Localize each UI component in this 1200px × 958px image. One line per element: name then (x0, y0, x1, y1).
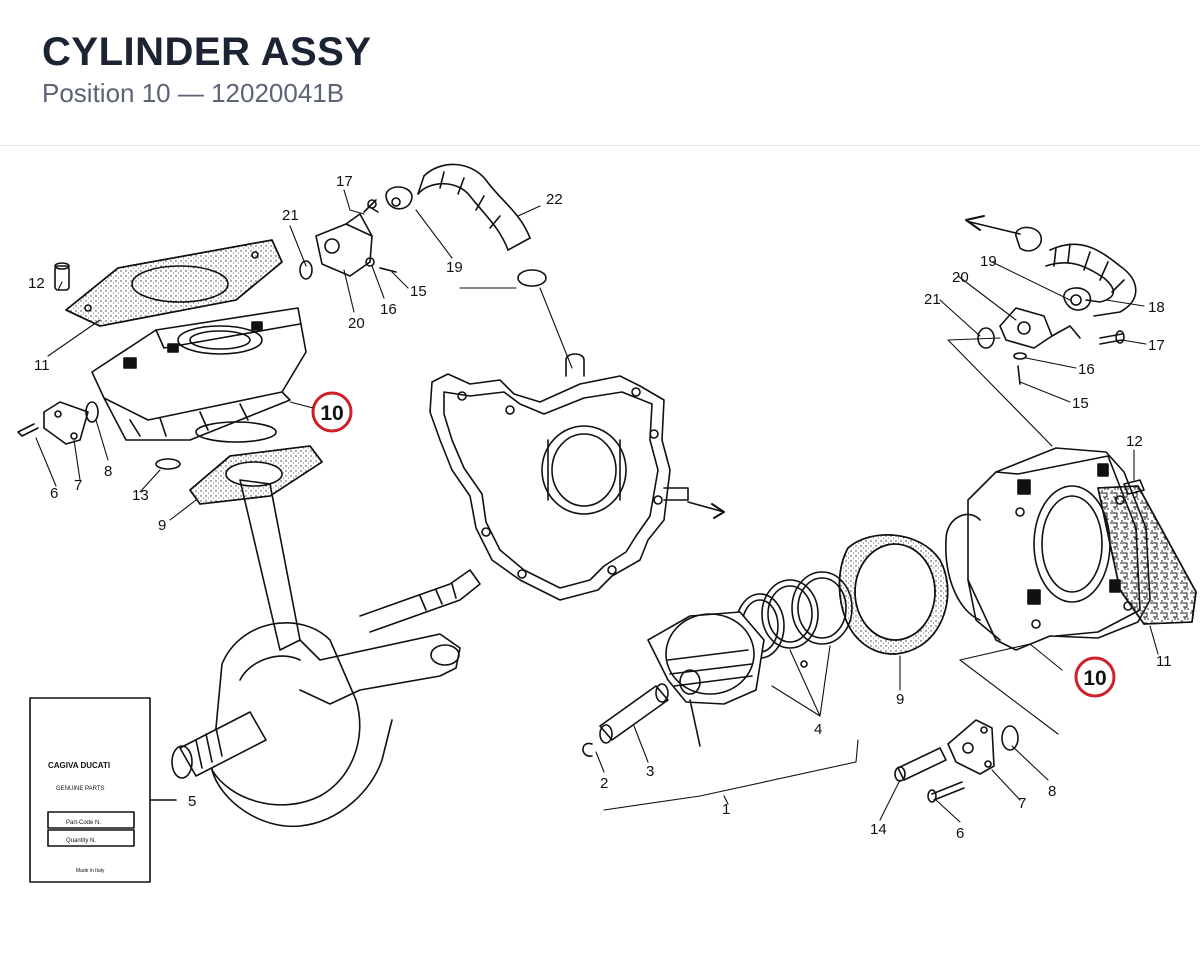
card-field2: Quantity N. (66, 838, 96, 844)
label-6-right: 6 (956, 825, 964, 842)
cylinder-left (91, 307, 307, 443)
water-union-left (299, 213, 373, 280)
label-19: 19 (446, 259, 463, 276)
highlight-ring-left (311, 391, 353, 433)
flange-left (43, 401, 99, 445)
label-1: 1 (722, 801, 730, 818)
label-13: 13 (132, 487, 149, 504)
base-gasket-left (189, 445, 323, 505)
dowel-pin-left (54, 262, 70, 291)
hose-18 (1045, 243, 1137, 317)
screw-left (17, 423, 39, 437)
label-11: 11 (34, 357, 50, 374)
clamp-19-right-top (1015, 226, 1043, 252)
screw-17-right (1099, 330, 1125, 345)
screw-15-right (1017, 365, 1021, 385)
washer-16-left (365, 257, 375, 267)
label-17: 17 (336, 173, 353, 190)
label-9: 9 (158, 517, 166, 534)
page-header: CYLINDER ASSY Position 10 — 12020041B (0, 0, 1200, 146)
exploded-parts-diagram: CAGIVA DUCATI GENUINE PARTS Part-Code N.… (17, 163, 1197, 883)
label-18: 18 (1148, 299, 1165, 316)
water-union-right (977, 307, 1081, 349)
base-gasket-right (838, 534, 949, 655)
card-text: CAGIVA DUCATI GENUINE PARTS Part-Code N.… (48, 761, 110, 874)
label-14: 14 (870, 821, 887, 838)
flow-arrow-top-head (965, 215, 985, 231)
washer-16-right (1013, 352, 1027, 360)
label-15-right: 15 (1072, 395, 1089, 412)
label-16-right: 16 (1078, 361, 1095, 378)
highlight-callout-right[interactable]: 10 (1074, 656, 1116, 698)
label-19-right: 19 (980, 253, 997, 270)
label-2: 2 (600, 775, 608, 792)
label-12-right: 12 (1126, 433, 1143, 450)
label-6: 6 (50, 485, 58, 502)
head-gasket-left (65, 239, 283, 327)
card-footer: Made in Italy (76, 868, 105, 874)
leader-lines (35, 189, 1159, 823)
label-16: 16 (380, 301, 397, 318)
dowel-pin-right (1123, 479, 1145, 495)
label-12: 12 (28, 275, 45, 292)
label-3: 3 (646, 763, 654, 780)
clamp-19-center (517, 269, 547, 287)
label-21-right: 21 (924, 291, 941, 308)
label-8: 8 (104, 463, 112, 480)
piston-pin (599, 683, 669, 744)
part-labels: 17 21 22 12 19 15 16 20 11 8 13 6 7 9 5 … (28, 173, 1172, 842)
piston (647, 611, 765, 747)
flow-arrow-right (687, 501, 725, 519)
label-11-right: 11 (1156, 653, 1172, 670)
head-gasket-right (1097, 485, 1197, 625)
label-21: 21 (282, 207, 299, 224)
page-subtitle: Position 10 — 12020041B (42, 78, 345, 108)
label-4: 4 (814, 721, 822, 738)
page-title: CYLINDER ASSY (42, 30, 372, 74)
highlight-leader-left (289, 401, 314, 409)
stud-14 (894, 747, 947, 782)
clamp-19-left (385, 186, 413, 210)
highlight-ring-right (1074, 656, 1116, 698)
card-brand: CAGIVA DUCATI (48, 761, 110, 770)
crankcase (429, 353, 689, 601)
hose-22 (417, 163, 531, 251)
screw-6-right (927, 781, 965, 803)
label-22: 22 (546, 191, 563, 208)
parts-card (29, 697, 177, 883)
label-8-right: 8 (1048, 783, 1056, 800)
label-17-right: 17 (1148, 337, 1165, 354)
screw-15-left (379, 267, 397, 273)
label-7-right: 7 (1018, 795, 1026, 812)
o-ring-13 (155, 458, 181, 470)
highlight-label-right: 10 (1083, 667, 1106, 690)
crankshaft (171, 479, 481, 828)
label-20-right: 20 (952, 269, 969, 286)
screw-17-left (363, 199, 379, 213)
label-7: 7 (74, 477, 82, 494)
flange-right (947, 719, 1019, 775)
label-9-right: 9 (896, 691, 904, 708)
card-line1: GENUINE PARTS (56, 786, 104, 792)
highlight-label-left: 10 (320, 402, 343, 425)
card-field1: Part-Code N. (66, 820, 101, 826)
label-15: 15 (410, 283, 427, 300)
highlight-callout-left[interactable]: 10 (289, 391, 353, 433)
header-divider (0, 145, 1200, 146)
circlip (582, 742, 593, 757)
label-5: 5 (188, 793, 196, 810)
flow-arrow-top (969, 221, 1021, 235)
clamp-19-right (1063, 287, 1092, 311)
label-20: 20 (348, 315, 365, 332)
